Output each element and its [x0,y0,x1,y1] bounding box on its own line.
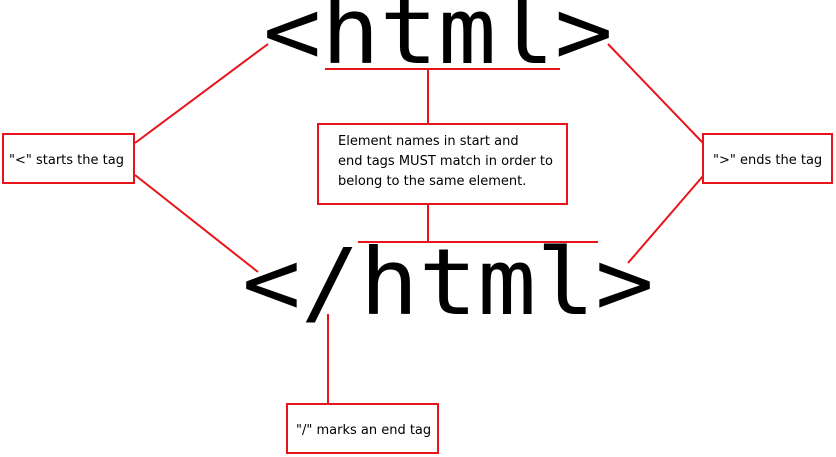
callout-name-match-box [317,123,568,205]
callout-slash-label: "/" marks an end tag [296,423,431,438]
callout-slash-box [286,403,439,454]
end-tag: </html> [242,229,654,336]
connector-close-bracket-start [607,43,704,144]
callout-name-match: Element names in start and end tags MUST… [317,123,568,205]
callout-close-bracket-label: ">" ends the tag [713,153,822,168]
callout-open-bracket-label: "<" starts the tag [9,153,124,168]
callout-name-match-line-1: Element names in start and [338,134,519,149]
start-tag: <html> [263,0,613,85]
connector-close-bracket-end [627,175,704,264]
callout-name-match-line-3: belong to the same element. [338,174,526,189]
callout-close-bracket: ">" ends the tag [702,133,833,184]
callout-slash: "/" marks an end tag [286,403,439,454]
connectors [134,43,704,404]
callout-open-bracket: "<" starts the tag [2,133,135,184]
callout-name-match-line-2: end tags MUST match in order to [338,154,553,169]
callout-open-bracket-box [2,133,135,184]
connector-open-bracket-start [134,43,269,144]
connector-open-bracket-end [134,174,259,273]
callout-close-bracket-box [702,133,833,184]
